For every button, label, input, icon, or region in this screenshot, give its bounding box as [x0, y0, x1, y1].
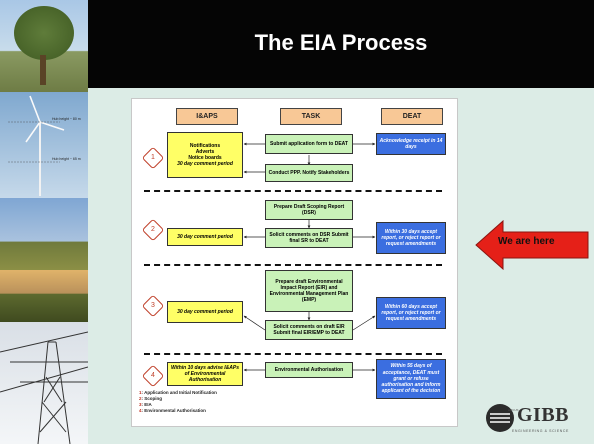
legend-item: 3: EIA — [139, 402, 152, 408]
hub-height-label: Hub height ~ 80 m — [52, 117, 81, 121]
iaps-comment-period-box: 30 day comment period — [167, 228, 243, 246]
stage-divider — [144, 353, 442, 355]
column-header-task: TASK — [280, 108, 342, 125]
tree-photo — [0, 0, 88, 92]
task-conduct-ppp-box: Conduct PPP. Notify Stakeholders — [265, 164, 353, 182]
sunset-landscape-photo — [0, 270, 88, 322]
task-prepare-dsr-box: Prepare Draft Scoping Report (DSR) — [265, 200, 353, 220]
photo-strip: Hub height ~ 80 m Hub height ~ 65 m — [0, 0, 88, 444]
callout-label: We are here — [498, 236, 555, 247]
deat-55-days-box: Within 55 days of acceptance, DEAT must … — [376, 359, 446, 399]
deat-30-days-box: Within 30 days accept report, or reject … — [376, 222, 446, 254]
iaps-advise-box: Within 10 days advise I&APs of Environme… — [167, 362, 243, 386]
stage-divider — [144, 190, 442, 192]
task-environmental-authorisation-box: Environmental Authorisation — [265, 362, 353, 378]
power-pylon-photo — [0, 322, 88, 444]
page-title: The EIA Process — [254, 30, 428, 55]
wind-turbine-photo: Hub height ~ 80 m Hub height ~ 65 m — [0, 92, 88, 198]
column-header-iaps: I&APS — [176, 108, 238, 125]
legend-item: 2: Scoping — [139, 396, 163, 402]
task-solicit-comments-eir-box: Solicit comments on draft EIR Submit fin… — [265, 320, 353, 340]
iaps-comment-period-box: 30 day comment period — [167, 301, 243, 323]
diagram-legend: 1: Application and Initial Notification … — [139, 390, 217, 414]
iaps-notifications-box: Notifications Adverts Notice boards 30 d… — [167, 132, 243, 178]
legend-item: 4: Environmental Authorisation — [139, 408, 206, 414]
hub-height-label: Hub height ~ 65 m — [52, 157, 81, 161]
task-submit-application-box: Submit application form to DEAT — [265, 134, 353, 154]
task-solicit-comments-dsr-box: Solicit comments on DSR Submit final SR … — [265, 228, 353, 248]
title-bar — [88, 0, 594, 88]
gibb-logo — [484, 400, 590, 438]
logo-name: GIBB — [517, 404, 570, 426]
logo-subtitle: ENGINEERING & SCIENCE — [512, 429, 569, 433]
logo-small-text: ARCUS — [508, 408, 519, 412]
legend-item: 1: Application and Initial Notification — [139, 390, 217, 395]
column-header-deat: DEAT — [381, 108, 443, 125]
stage-divider — [144, 264, 442, 266]
deat-60-days-box: Within 60 days accept report, or reject … — [376, 297, 446, 329]
landscape-photo — [0, 198, 88, 270]
task-prepare-eir-box: Prepare draft Environmental Impact Repor… — [265, 270, 353, 312]
we-are-here-arrow — [475, 220, 589, 270]
deat-acknowledge-box: Acknowledge receipt in 14 days — [376, 133, 446, 155]
